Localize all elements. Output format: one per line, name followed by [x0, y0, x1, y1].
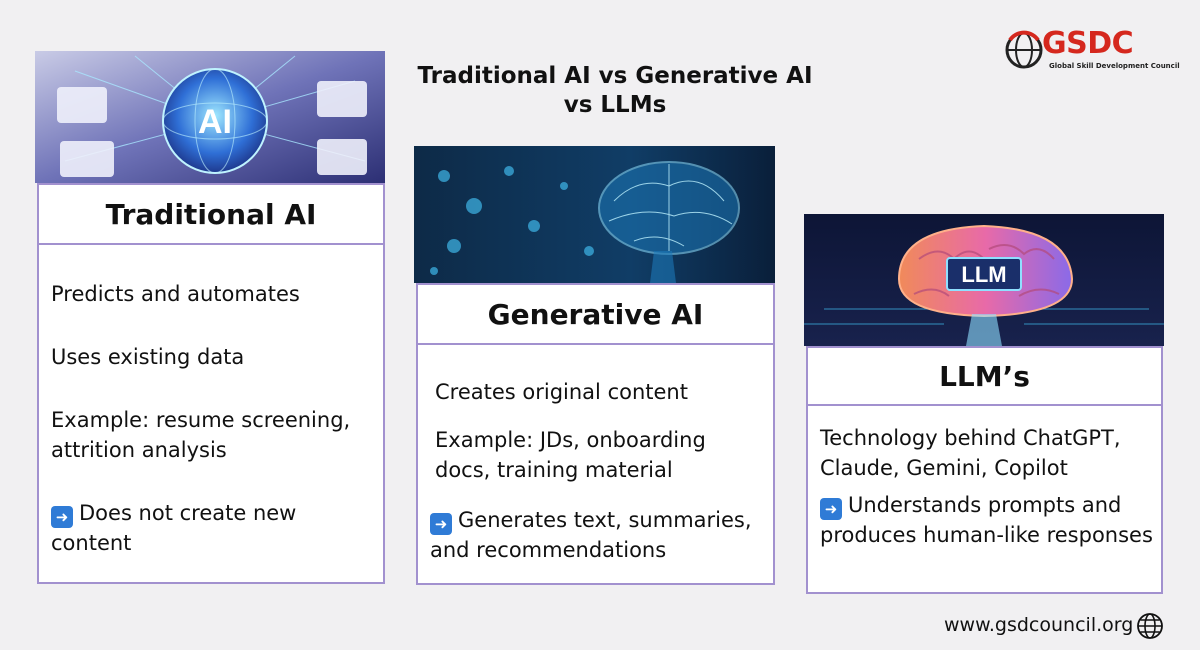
card-heading: Generative AI [416, 283, 775, 345]
card-body: Creates original content Example: JDs, o… [416, 345, 775, 585]
list-item: Predicts and automates [51, 282, 300, 306]
arrow-right-icon: ➜ [51, 506, 73, 528]
gsdc-logo: GSDC Global Skill Development Council [1000, 26, 1180, 74]
arrow-right-icon: ➜ [820, 498, 842, 520]
llm-chip-label: LLM [961, 262, 1006, 287]
logo-text: GSDC [1042, 26, 1134, 61]
card-heading: Traditional AI [37, 183, 385, 245]
website-link[interactable]: www.gsdcouncil.org [944, 614, 1134, 636]
ai-orb-label: AI [198, 103, 232, 141]
llm-image: LLM [804, 214, 1164, 346]
globe-logo-icon [1005, 30, 1043, 69]
traditional-ai-image: AI [35, 51, 385, 183]
list-item: ➜Understands prompts and produces human-… [820, 493, 1153, 547]
logo-subtitle: Global Skill Development Council [1049, 62, 1180, 70]
list-item: Uses existing data [51, 345, 245, 369]
card-heading: LLM’s [806, 346, 1163, 406]
page-title: Traditional AI vs Generative AI vs LLMs [417, 63, 813, 118]
globe-icon [1137, 613, 1163, 639]
list-item: Example: resume screening, attrition ana… [51, 408, 351, 462]
list-item: Example: JDs, onboarding docs, training … [435, 428, 706, 482]
list-item: Creates original content [435, 380, 688, 404]
list-item: Technology behind ChatGPT, Claude, Gemin… [820, 426, 1121, 480]
list-item: ➜Generates text, summaries, and recommen… [430, 508, 752, 562]
generative-ai-image [414, 146, 775, 283]
card-body: Predicts and automates Uses existing dat… [37, 245, 385, 584]
arrow-right-icon: ➜ [430, 513, 452, 535]
card-body: Technology behind ChatGPT, Claude, Gemin… [806, 406, 1163, 594]
list-item: ➜Does not create new content [51, 501, 297, 555]
